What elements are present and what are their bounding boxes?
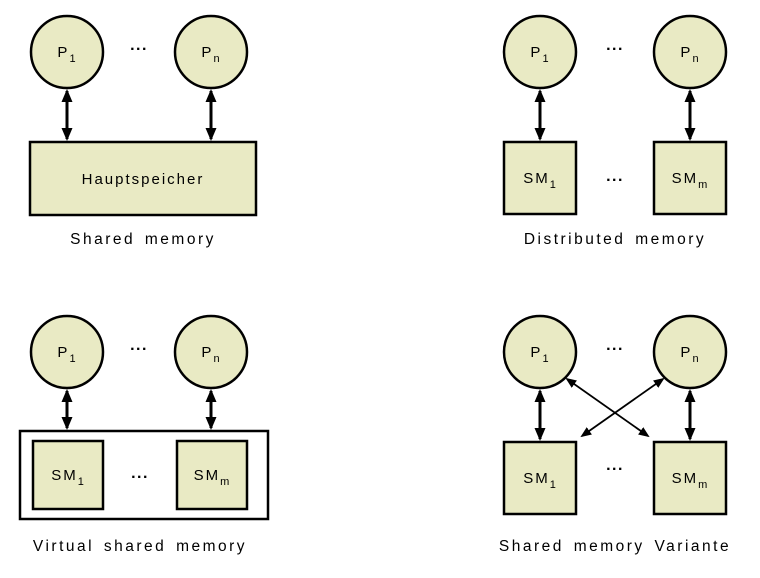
label-base: P xyxy=(201,44,213,61)
ellipsis-processors: ... xyxy=(130,337,148,354)
memory-label-smm: SMm xyxy=(672,470,709,491)
arrow-cross-pn-sm1 xyxy=(580,377,665,438)
processor-label-pn: Pn xyxy=(680,344,699,365)
label-sub: m xyxy=(698,179,708,191)
processor-label-p1: P1 xyxy=(530,344,549,365)
processor-label-pn: Pn xyxy=(201,44,220,65)
label-sub: n xyxy=(213,53,220,65)
memory-node-sm1 xyxy=(502,140,578,216)
label-base: P xyxy=(201,344,213,361)
label-base: SM xyxy=(194,467,221,484)
label-sub: m xyxy=(698,479,708,491)
memory-node-sm1 xyxy=(31,439,105,511)
hauptspeicher-label: Hauptspeicher xyxy=(82,171,205,188)
processor-label-p1: P1 xyxy=(57,44,76,65)
label-sub: 1 xyxy=(542,353,549,365)
label-base: SM xyxy=(672,170,699,187)
hauptspeicher-node xyxy=(28,140,258,217)
memory-label-sm1: SM1 xyxy=(523,170,557,191)
label-base: SM xyxy=(51,467,78,484)
label-base: P xyxy=(530,44,542,61)
label-sub: 1 xyxy=(550,179,557,191)
label-sub: n xyxy=(692,353,699,365)
diagram-virtual-shared-memory: P1 Pn ... SM1 SMm ... Virtual shared mem… xyxy=(18,314,270,555)
label-sub: n xyxy=(213,353,220,365)
label-base: P xyxy=(680,44,692,61)
label-sub: 1 xyxy=(542,53,549,65)
memory-node-smm xyxy=(175,439,249,511)
label-sub: 1 xyxy=(78,476,85,488)
processor-label-p1: P1 xyxy=(57,344,76,365)
label-base: SM xyxy=(672,470,699,487)
ellipsis-processors: ... xyxy=(606,337,624,354)
label-base: P xyxy=(57,44,69,61)
caption-shared-memory-variante: Shared memory Variante xyxy=(499,538,731,555)
ellipsis-memories: ... xyxy=(606,168,624,185)
diagram-shared-memory: P1 Pn ... Hauptspeicher Shared memory xyxy=(28,14,258,248)
ellipsis-processors: ... xyxy=(606,37,624,54)
processor-node-pn xyxy=(173,14,249,90)
processor-node-pn xyxy=(652,14,728,90)
processor-label-pn: Pn xyxy=(201,344,220,365)
processor-node-p1 xyxy=(502,314,578,390)
processor-node-pn xyxy=(652,314,728,390)
label-base: SM xyxy=(523,470,550,487)
label-base: P xyxy=(530,344,542,361)
processor-node-pn xyxy=(173,314,249,390)
caption-shared-memory: Shared memory xyxy=(70,231,216,248)
memory-label-smm: SMm xyxy=(672,170,709,191)
virtual-memory-frame xyxy=(18,429,270,521)
processor-label-pn: Pn xyxy=(680,44,699,65)
ellipsis-memories: ... xyxy=(606,457,624,474)
label-sub: m xyxy=(220,476,230,488)
label-sub: 1 xyxy=(69,53,76,65)
memory-label-smm: SMm xyxy=(194,467,231,488)
processor-node-p1 xyxy=(29,314,105,390)
label-sub: 1 xyxy=(550,479,557,491)
memory-node-sm1 xyxy=(502,440,578,516)
processor-node-p1 xyxy=(29,14,105,90)
label-sub: n xyxy=(692,53,699,65)
memory-label-sm1: SM1 xyxy=(51,467,85,488)
ellipsis-processors: ... xyxy=(130,37,148,54)
diagram-distributed-memory: P1 Pn ... SM1 SMm ... Distributed memory xyxy=(502,14,728,248)
ellipsis-memories: ... xyxy=(131,465,149,482)
processor-label-p1: P1 xyxy=(530,44,549,65)
label-base: P xyxy=(680,344,692,361)
arrow-cross-p1-smm xyxy=(565,377,650,438)
processor-node-p1 xyxy=(502,14,578,90)
caption-virtual-shared-memory: Virtual shared memory xyxy=(33,538,247,555)
memory-node-smm xyxy=(652,140,728,216)
caption-distributed-memory: Distributed memory xyxy=(524,231,706,248)
label-sub: 1 xyxy=(69,353,76,365)
label-base: P xyxy=(57,344,69,361)
memory-node-smm xyxy=(652,440,728,516)
label-base: SM xyxy=(523,170,550,187)
memory-label-sm1: SM1 xyxy=(523,470,557,491)
diagram-shared-memory-variante: P1 Pn ... SM1 SMm ... Shared memory Vari… xyxy=(499,314,731,555)
